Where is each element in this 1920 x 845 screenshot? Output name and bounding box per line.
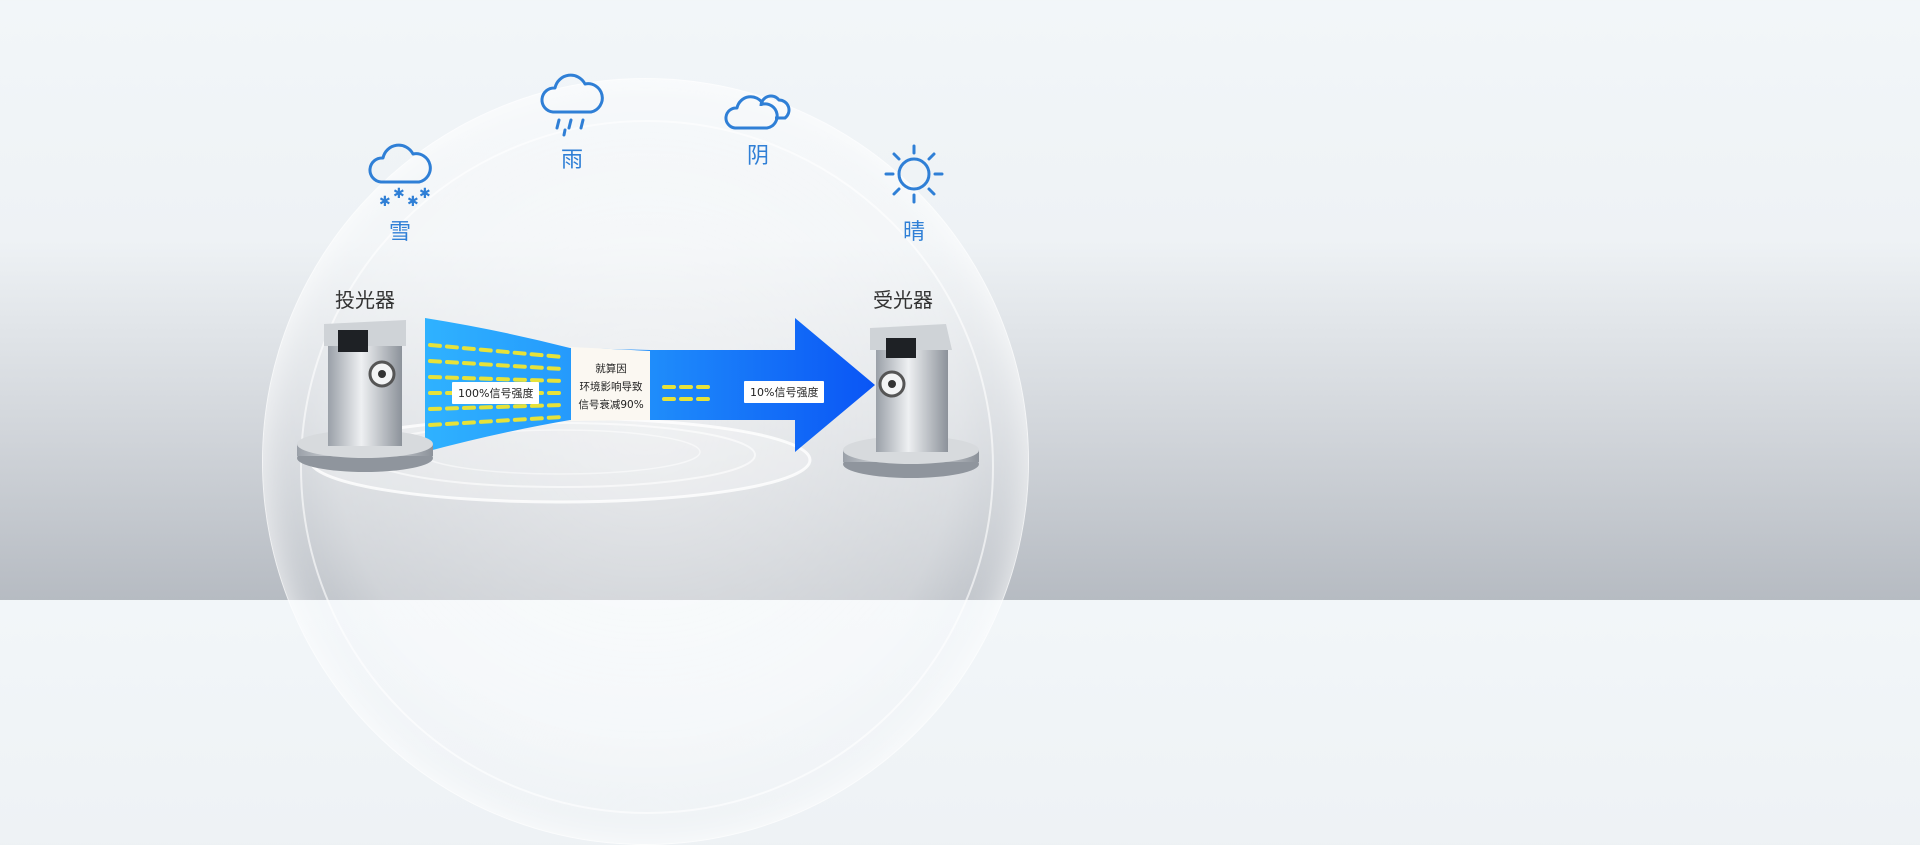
svg-text:✱: ✱ [393, 186, 405, 202]
weather-sunny-label: 晴 [902, 220, 925, 245]
svg-text:✱: ✱ [419, 186, 431, 202]
signal-arrow [425, 318, 875, 452]
transmitter-label: 投光器 [335, 288, 395, 312]
receiver-label: 受光器 [873, 288, 933, 312]
cloudy-icon [724, 94, 791, 130]
receiver-device [843, 324, 979, 478]
signal-start-label: 100%信号强度 [452, 382, 540, 404]
weather-cloudy-label: 阴 [746, 144, 769, 169]
transmitter-device [297, 320, 433, 472]
sun-icon [884, 144, 944, 204]
weather-rain: 雨 [527, 72, 617, 174]
signal-middle-line-1: 就算因 [595, 363, 627, 375]
signal-end-label: 10%信号强度 [744, 381, 825, 403]
weather-cloudy: 阴 [713, 84, 803, 170]
weather-snow-label: 雪 [388, 220, 411, 245]
signal-middle-text: 就算因 环境影响导致 信号衰减90% [572, 360, 650, 414]
svg-text:✱: ✱ [379, 194, 391, 210]
signal-middle-line-3: 信号衰减90% [578, 399, 644, 411]
snow-cloud-icon: ✱ ✱ ✱ ✱ [368, 143, 432, 210]
weather-rain-label: 雨 [560, 148, 583, 173]
signal-middle-line-2: 环境影响导致 [579, 381, 643, 393]
signal-diagram: ✱ ✱ ✱ ✱ 雪 雨 阴 [262, 72, 1029, 845]
svg-text:✱: ✱ [407, 194, 419, 210]
weather-sunny: 晴 [869, 140, 959, 246]
rain-cloud-icon [540, 73, 604, 137]
weather-snow: ✱ ✱ ✱ ✱ 雪 [355, 140, 445, 246]
